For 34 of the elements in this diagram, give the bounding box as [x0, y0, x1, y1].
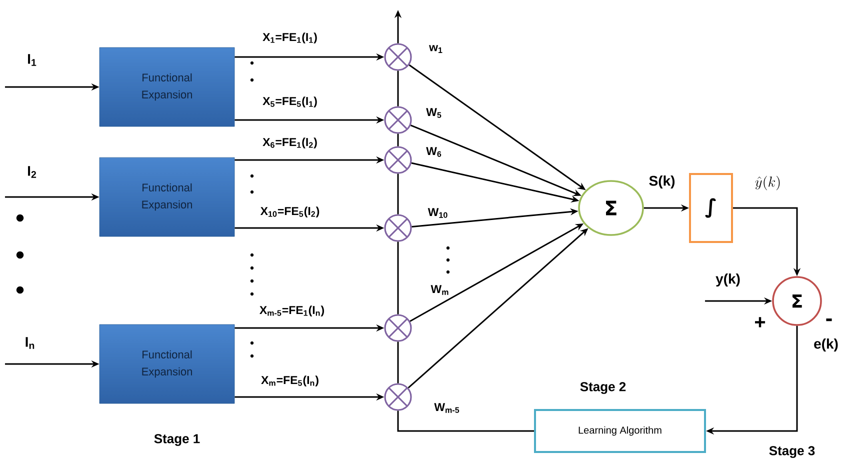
edge-label: I$_{1}$: [26, 53, 38, 67]
edge-label: X$_{1}$=FE$_{1}$(I$_{1}$): [262, 32, 318, 44]
edge-label: W$_{6}$: [425, 146, 443, 158]
multiplier-circle: [384, 383, 412, 411]
edge-label: W$_{10}$: [426, 207, 450, 219]
multiplier-circle: [384, 314, 412, 342]
edge-label: y(k): [714, 272, 742, 288]
multiplier-circle: [384, 106, 412, 134]
stage-label: Stage 1: [154, 434, 200, 446]
expansion-box: Functional Expansion: [99, 157, 235, 237]
edge-label: S(k): [648, 174, 676, 190]
expansion-box: Functional Expansion: [99, 324, 235, 404]
edge-label: W$_{m-5}$: [433, 402, 461, 414]
stage-label: Stage 3: [769, 446, 815, 458]
edge-label: X$_{m-5}$=FE$_{1}$(I$_{n}$): [258, 304, 326, 318]
learning-algorithm-box: Learning Algorithm: [534, 409, 706, 453]
edge-label: X$_{m}$=FE$_{5}$(I$_{n}$): [260, 374, 320, 388]
edge-label: X$_{10}$=FE$_{5}$(I$_{2}$): [259, 206, 321, 218]
edge-label: X$_{6}$=FE$_{1}$(I$_{2}$): [262, 136, 318, 150]
expansion-box: Functional Expansion: [99, 47, 235, 127]
edge-label: W$_{5}$: [425, 107, 443, 119]
edge-label: $\hat{y}(k)$: [754, 174, 782, 192]
multiplier-circle: [384, 214, 412, 242]
stage-label: Stage 2: [580, 382, 626, 394]
edge-label: e(k): [812, 337, 840, 353]
edge-label: w$_{1}$: [428, 44, 444, 54]
multiplier-circle: [384, 146, 412, 174]
integrator-box: ∫: [689, 173, 733, 243]
edge-label: W$_{m}$: [430, 284, 450, 296]
edge-label: I$_{2}$: [26, 165, 38, 179]
multiplier-circle: [384, 43, 412, 71]
plus-sign: +: [755, 317, 766, 328]
edge-label: I$_{n}$: [24, 336, 36, 350]
edge-label: X$_{5}$=FE$_{5}$(I$_{1}$): [262, 96, 318, 108]
